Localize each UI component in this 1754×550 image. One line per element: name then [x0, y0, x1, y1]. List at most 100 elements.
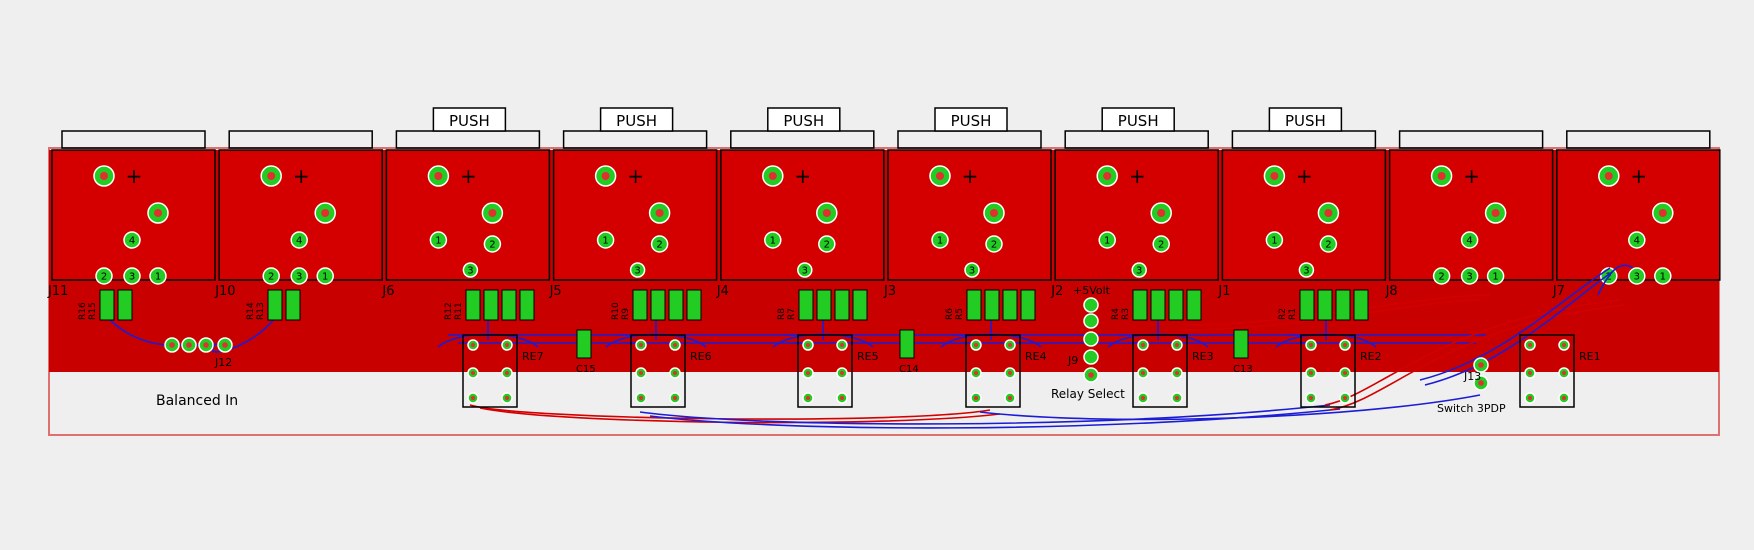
plus-sign: + — [1296, 164, 1313, 188]
pad — [290, 267, 308, 285]
resistor — [966, 289, 982, 321]
pad — [985, 235, 1003, 253]
pad — [483, 235, 502, 253]
relay-select-label: Relay Select — [1051, 387, 1125, 401]
resistor-label: R3 — [1121, 308, 1131, 320]
pad-hole — [639, 396, 643, 400]
pad-hole — [321, 209, 330, 217]
jack-tab — [897, 130, 1042, 149]
resistor — [519, 289, 535, 321]
plus-5volt-label: +5Volt — [1073, 284, 1111, 297]
plus-sign: + — [126, 164, 143, 188]
jack-label: J11 — [47, 284, 68, 299]
pad-number: 4 — [1466, 236, 1472, 247]
resistor-label: R11 — [454, 302, 464, 320]
resistor — [1335, 289, 1351, 321]
trace — [1419, 267, 1611, 381]
relay-body — [462, 334, 518, 408]
resistor-label: R14 — [246, 302, 256, 320]
pad-hole — [1008, 396, 1012, 400]
capacitor-label: C14 — [899, 364, 919, 375]
pad — [964, 262, 980, 278]
capacitor-body — [576, 329, 592, 359]
plus-sign: + — [293, 164, 310, 188]
jack-tab — [61, 130, 206, 149]
resistor-label: R5 — [955, 308, 965, 320]
pad-hole — [1478, 380, 1484, 386]
pad — [123, 231, 141, 249]
push-button-outline — [599, 107, 674, 132]
plus-sign: + — [1630, 164, 1647, 188]
pad-number: 2 — [268, 272, 274, 283]
pad-hole — [840, 396, 844, 400]
pad-number: 1 — [155, 272, 161, 283]
pad-hole — [1343, 371, 1347, 375]
relay-body — [1300, 334, 1356, 408]
plus-sign: + — [460, 164, 477, 188]
pad-hole — [505, 396, 509, 400]
capacitor-body — [1233, 329, 1249, 359]
resistor — [1186, 289, 1202, 321]
resistor — [650, 289, 666, 321]
switch-3pdp-label: Switch 3PDP — [1437, 402, 1506, 415]
jack-tab — [395, 130, 541, 149]
pad-hole — [1175, 371, 1179, 375]
pad-hole — [822, 209, 831, 217]
pad — [1319, 235, 1338, 253]
pad — [1628, 231, 1646, 249]
pad-hole — [1309, 396, 1313, 400]
pad — [1083, 313, 1099, 329]
pad-hole — [1141, 396, 1145, 400]
jack-body — [218, 149, 383, 281]
trace — [979, 394, 1481, 421]
trace — [1597, 264, 1634, 296]
pad-hole — [505, 371, 509, 375]
balanced-in-label: Balanced In — [156, 393, 238, 409]
relay: RE2 — [1300, 334, 1382, 408]
pad-hole — [1343, 343, 1347, 347]
resistor — [99, 289, 115, 321]
jack-body — [887, 149, 1052, 281]
resistor-label: R10 — [611, 302, 621, 320]
relay: RE7 — [462, 334, 544, 408]
pad-hole — [186, 342, 192, 348]
jack-label: J7 — [1552, 284, 1565, 299]
pad — [1628, 267, 1646, 285]
pad-number: 3 — [129, 272, 135, 283]
pad-number: 3 — [634, 266, 640, 277]
jack-label: J8 — [1385, 284, 1398, 299]
relay: RE1 — [1519, 334, 1601, 408]
push-button-outline — [1268, 107, 1343, 132]
resistor — [1317, 289, 1333, 321]
pad-number: 2 — [1325, 240, 1331, 251]
jack-tab — [1231, 130, 1377, 149]
jack-label: J4 — [716, 284, 729, 299]
pad — [764, 231, 782, 249]
pad-hole — [1309, 343, 1313, 347]
jack-body — [1054, 149, 1219, 281]
j13-label: J13 — [1463, 370, 1481, 383]
relay: RE5 — [797, 334, 879, 408]
capacitor-label: C13 — [1233, 364, 1253, 375]
trace — [1329, 304, 1626, 411]
pad-number: 1 — [770, 236, 776, 247]
push-label: PUSH — [616, 112, 657, 130]
pad — [290, 231, 308, 249]
resistor — [267, 289, 283, 321]
pad-hole — [806, 371, 810, 375]
relay-body — [630, 334, 686, 408]
pad — [1152, 235, 1170, 253]
resistor-label: R1 — [1288, 308, 1298, 320]
pad-hole — [840, 371, 844, 375]
pad-number: 4 — [296, 236, 302, 247]
jack-tab — [1064, 130, 1209, 149]
pad-hole — [1270, 172, 1279, 180]
pad-hole — [1103, 172, 1112, 180]
pad-hole — [990, 209, 998, 217]
resistor — [1132, 289, 1148, 321]
resistor — [1002, 289, 1018, 321]
